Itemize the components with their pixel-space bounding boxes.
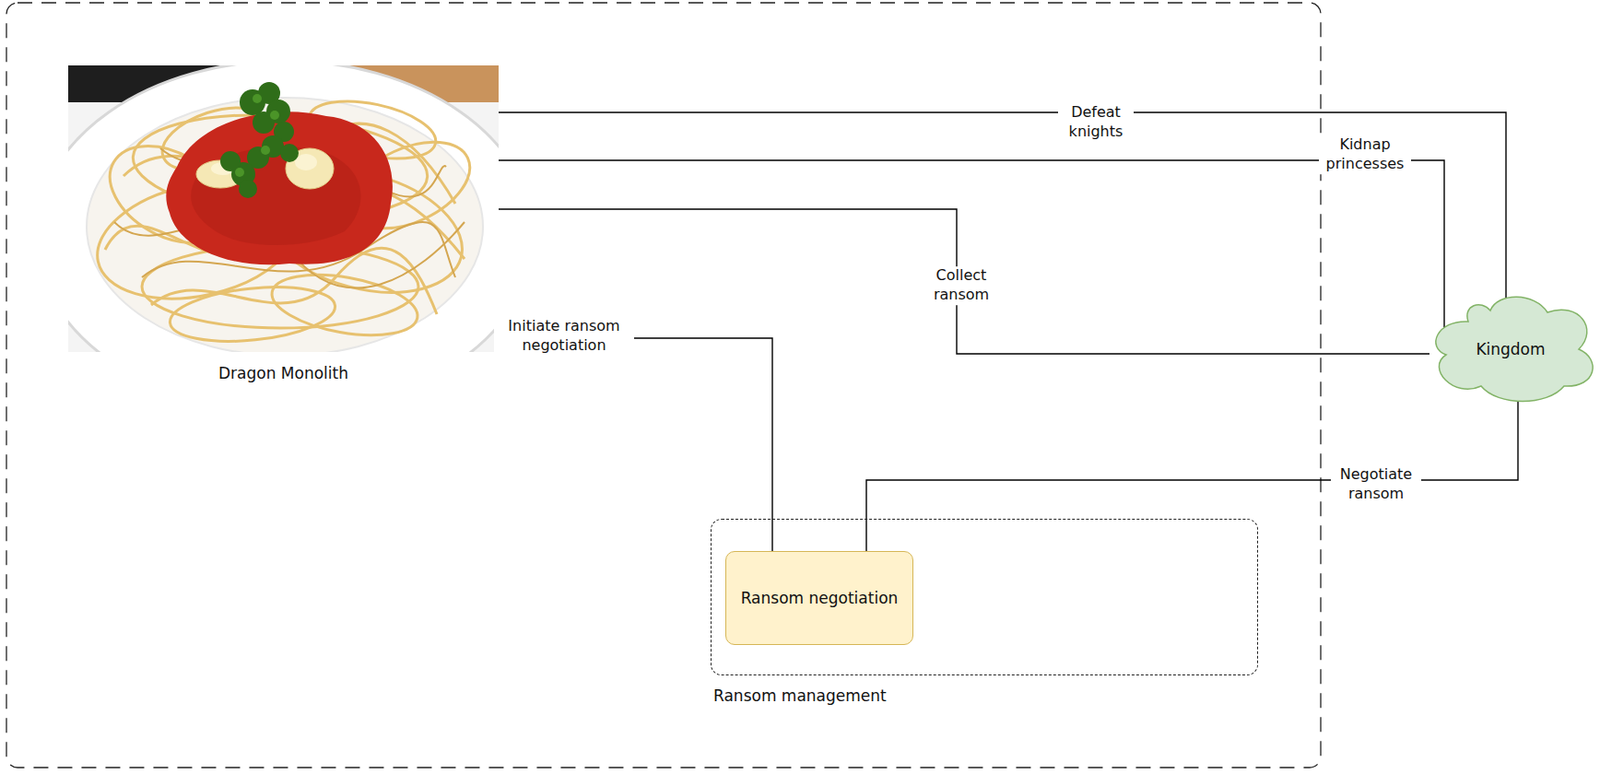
connector [498,112,1506,298]
group-boundary: Ransom managementRansom negotiation [710,518,1259,676]
edge-label: Initiate ransom negotiation [494,317,635,356]
node-caption: Dragon Monolith [218,363,349,384]
connector [498,209,1430,354]
boundary-outline [6,2,1321,768]
connector [866,399,1518,552]
node-label: Kingdom [1425,338,1596,359]
edge-label: Negotiate ransom [1330,465,1422,505]
node-label: Ransom negotiation [726,588,913,609]
external-cloud: Kingdom [1425,294,1596,404]
edge-label: Collect ransom [924,266,999,306]
connector [498,160,1456,328]
edge-label: Kidnap princesses [1318,135,1412,175]
process-box: Ransom negotiation [725,551,914,646]
node-caption: Ransom management [713,685,887,706]
monolith-illustration: Dragon Monolith [68,65,499,353]
edge-label: Defeat knights [1058,103,1134,142]
spaghetti-illustration [68,65,499,353]
